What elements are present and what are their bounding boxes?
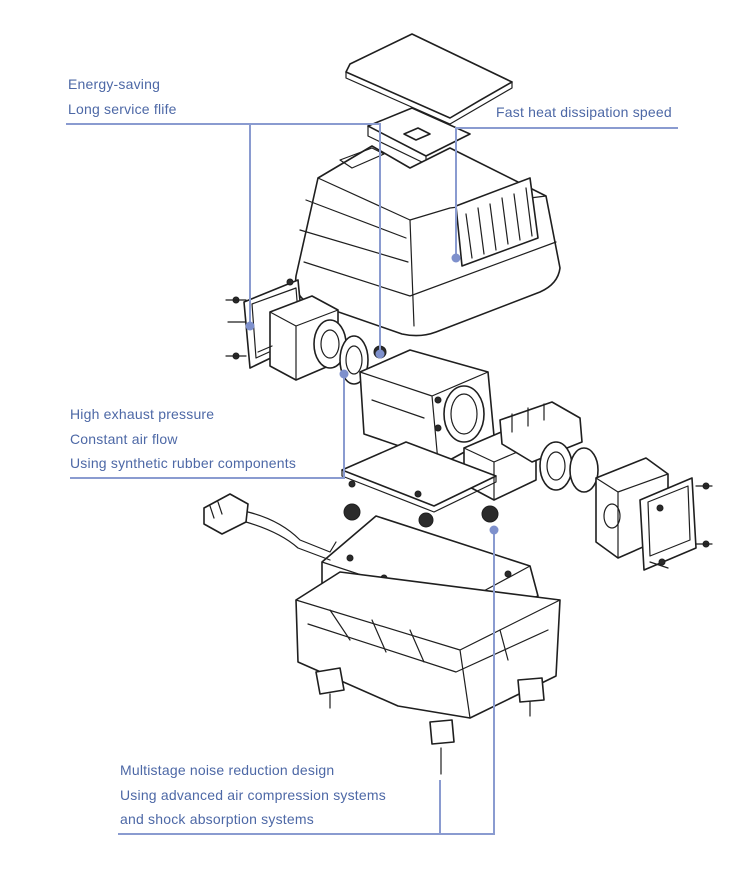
central-cylinder-block — [359, 349, 495, 463]
callout-line: Using synthetic rubber components — [70, 455, 297, 471]
callout-line: Using advanced air compression systems — [120, 786, 386, 803]
upper-housing — [294, 145, 561, 337]
callout-line: High exhaust pressure — [70, 406, 215, 422]
callout-line: Fast heat dissipation speed — [496, 104, 672, 120]
left-motor-block — [257, 295, 347, 381]
callout-dots — [245, 253, 499, 535]
callout-line: Energy-saving — [68, 76, 161, 92]
right-coil-assembly — [463, 401, 599, 501]
power-cord-plug — [203, 493, 337, 561]
top-cover-plate — [345, 33, 513, 125]
right-end-plate — [639, 477, 713, 571]
rubber-feet — [315, 667, 545, 775]
callout-line: Constant air flow — [70, 430, 178, 447]
callout-top-left: Energy-saving Long service flife — [68, 72, 177, 121]
callout-line: Multistage noise reduction design — [120, 762, 335, 778]
callout-middle-left: High exhaust pressure Constant air flow … — [70, 402, 296, 476]
callout-leader-lines — [66, 123, 678, 835]
callout-line: Long service flife — [68, 100, 177, 117]
callout-bottom: Multistage noise reduction design Using … — [120, 758, 386, 832]
callout-top-right: Fast heat dissipation speed — [496, 100, 672, 125]
callout-line: and shock absorption systems — [120, 811, 314, 827]
